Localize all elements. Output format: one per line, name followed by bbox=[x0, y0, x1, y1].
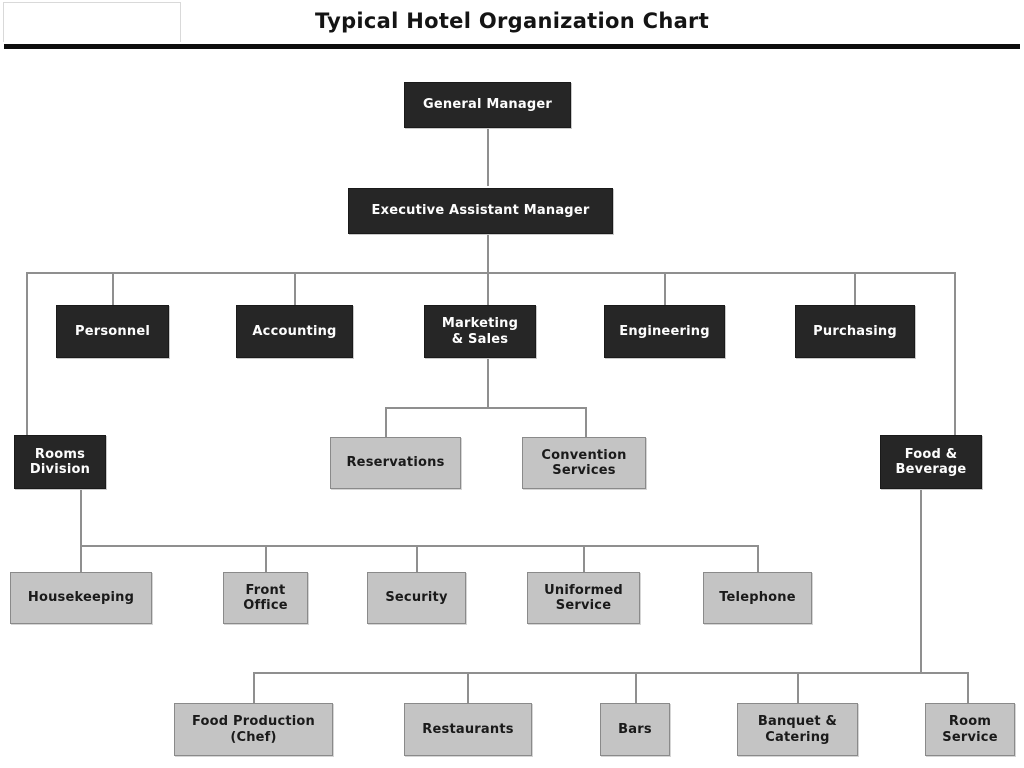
node-rooms-division[interactable]: Rooms Division bbox=[14, 435, 106, 489]
node-food-beverage[interactable]: Food & Beverage bbox=[880, 435, 982, 489]
connector-fb-to-room-service bbox=[967, 672, 969, 703]
node-room-service[interactable]: Room Service bbox=[925, 703, 1015, 756]
node-restaurants[interactable]: Restaurants bbox=[404, 703, 532, 756]
page-title: Typical Hotel Organization Chart bbox=[314, 9, 710, 33]
connector-bus-to-food-beverage bbox=[954, 272, 956, 436]
node-personnel[interactable]: Personnel bbox=[56, 305, 169, 358]
node-banquet-catering[interactable]: Banquet & Catering bbox=[737, 703, 858, 756]
node-bars[interactable]: Bars bbox=[600, 703, 670, 756]
node-convention-services[interactable]: Convention Services bbox=[522, 437, 646, 489]
title-bar: Typical Hotel Organization Chart bbox=[0, 0, 1024, 49]
node-front-office[interactable]: Front Office bbox=[223, 572, 308, 624]
connector-rooms-division-stem bbox=[80, 488, 82, 546]
connector-rooms-to-uniformed-service bbox=[583, 545, 585, 572]
node-security[interactable]: Security bbox=[367, 572, 466, 624]
connector-rooms-to-security bbox=[416, 545, 418, 572]
connector-rooms-to-housekeeping bbox=[80, 545, 82, 572]
node-marketing-sales[interactable]: Marketing & Sales bbox=[424, 305, 536, 358]
node-housekeeping[interactable]: Housekeeping bbox=[10, 572, 152, 624]
node-general-manager[interactable]: General Manager bbox=[404, 82, 571, 128]
connector-gm-to-eam bbox=[487, 128, 489, 186]
connector-fb-to-banquet-catering bbox=[797, 672, 799, 703]
connector-bus-to-rooms-division bbox=[26, 272, 28, 436]
node-executive-assistant-manager[interactable]: Executive Assistant Manager bbox=[348, 188, 613, 234]
connector-rooms-to-front-office bbox=[265, 545, 267, 572]
connector-bus-to-personnel bbox=[112, 272, 114, 305]
connector-food-beverage-bus bbox=[253, 672, 969, 674]
connector-food-beverage-stem bbox=[920, 488, 922, 673]
connector-marketing-to-reservations bbox=[385, 407, 387, 437]
title-corner-panel bbox=[3, 2, 181, 42]
node-reservations[interactable]: Reservations bbox=[330, 437, 461, 489]
node-telephone[interactable]: Telephone bbox=[703, 572, 812, 624]
title-divider bbox=[4, 44, 1020, 49]
connector-bus-to-accounting bbox=[294, 272, 296, 305]
connector-level3-bus bbox=[26, 272, 956, 274]
connector-fb-to-bars bbox=[635, 672, 637, 703]
node-uniformed-service[interactable]: Uniformed Service bbox=[527, 572, 640, 624]
connector-rooms-to-telephone bbox=[757, 545, 759, 572]
connector-bus-to-purchasing bbox=[854, 272, 856, 305]
node-engineering[interactable]: Engineering bbox=[604, 305, 725, 358]
connector-fb-to-food-production bbox=[253, 672, 255, 703]
connector-marketing-to-convention-services bbox=[585, 407, 587, 437]
connector-eam-stem bbox=[487, 234, 489, 272]
node-accounting[interactable]: Accounting bbox=[236, 305, 353, 358]
node-food-production-chef[interactable]: Food Production (Chef) bbox=[174, 703, 333, 756]
node-purchasing[interactable]: Purchasing bbox=[795, 305, 915, 358]
connector-marketing-bus bbox=[385, 407, 586, 409]
connector-bus-to-engineering bbox=[664, 272, 666, 305]
connector-fb-to-restaurants bbox=[467, 672, 469, 703]
connector-bus-to-marketing-sales bbox=[487, 272, 489, 305]
connector-marketing-stem bbox=[487, 359, 489, 408]
connector-rooms-division-bus bbox=[80, 545, 759, 547]
